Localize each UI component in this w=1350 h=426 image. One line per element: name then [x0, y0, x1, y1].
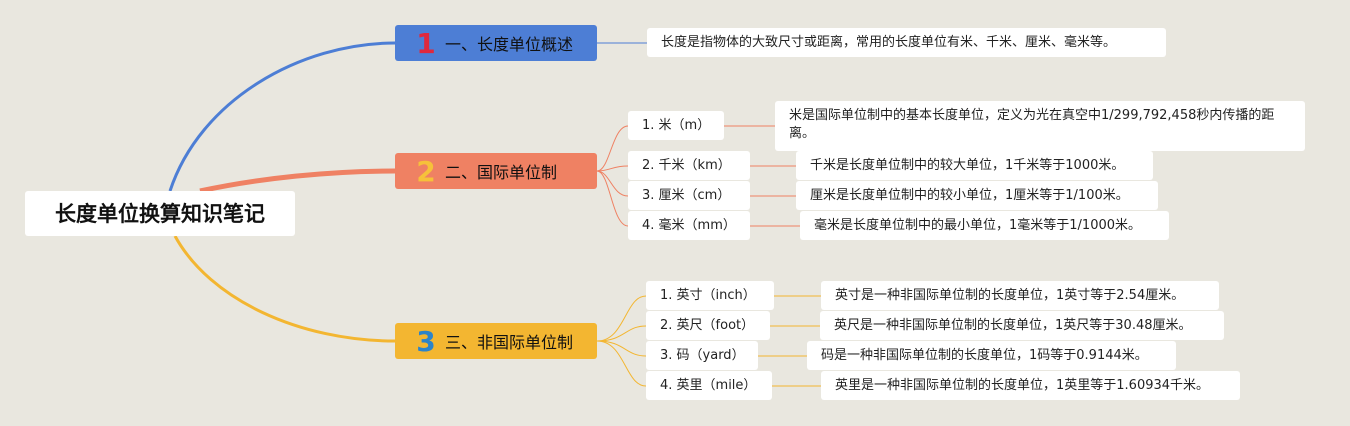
note-inch[interactable]: 英寸是一种非国际单位制的长度单位，1英寸等于2.54厘米。 — [821, 281, 1219, 310]
branch-number: 2 — [416, 154, 436, 188]
note-kilometer[interactable]: 千米是长度单位制中的较大单位，1千米等于1000米。 — [796, 151, 1153, 180]
branch-non-si-units[interactable]: 3 三、非国际单位制 — [395, 323, 597, 359]
branch-overview[interactable]: 1 一、长度单位概述 — [395, 25, 597, 61]
link-root-branch2 — [199, 168, 396, 194]
subitem-kilometer[interactable]: 2. 千米（km） — [628, 151, 750, 180]
note-yard[interactable]: 码是一种非国际单位制的长度单位，1码等于0.9144米。 — [807, 341, 1176, 370]
branch-label: 三、非国际单位制 — [445, 333, 574, 352]
subitem-centimeter[interactable]: 3. 厘米（cm） — [628, 181, 750, 210]
subitem-inch[interactable]: 1. 英寸（inch） — [646, 281, 774, 310]
subitem-yard[interactable]: 3. 码（yard） — [646, 341, 758, 370]
note-foot[interactable]: 英尺是一种非国际单位制的长度单位，1英尺等于30.48厘米。 — [820, 311, 1224, 340]
note-mile[interactable]: 英里是一种非国际单位制的长度单位，1英里等于1.60934千米。 — [821, 371, 1240, 400]
note-millimeter[interactable]: 毫米是长度单位制中的最小单位，1毫米等于1/1000米。 — [800, 211, 1169, 240]
root-node[interactable]: 长度单位换算知识笔记 — [25, 191, 295, 236]
subitem-millimeter[interactable]: 4. 毫米（mm） — [628, 211, 750, 240]
subitem-mile[interactable]: 4. 英里（mile） — [646, 371, 772, 400]
subitem-meter[interactable]: 1. 米（m） — [628, 111, 724, 140]
link-root-branch3 — [173, 235, 396, 343]
note-centimeter[interactable]: 厘米是长度单位制中的较小单位，1厘米等于1/100米。 — [796, 181, 1158, 210]
branch-label: 二、国际单位制 — [445, 163, 558, 182]
branch-si-units[interactable]: 2 二、国际单位制 — [395, 153, 597, 189]
branch-label: 一、长度单位概述 — [445, 35, 574, 54]
link-root-branch1 — [168, 41, 396, 192]
branch-number: 3 — [416, 324, 436, 358]
branch-number: 1 — [416, 26, 436, 60]
note-overview[interactable]: 长度是指物体的大致尺寸或距离，常用的长度单位有米、千米、厘米、毫米等。 — [647, 28, 1166, 57]
note-meter[interactable]: 米是国际单位制中的基本长度单位，定义为光在真空中1/299,792,458秒内传… — [775, 101, 1305, 151]
subitem-foot[interactable]: 2. 英尺（foot） — [646, 311, 770, 340]
